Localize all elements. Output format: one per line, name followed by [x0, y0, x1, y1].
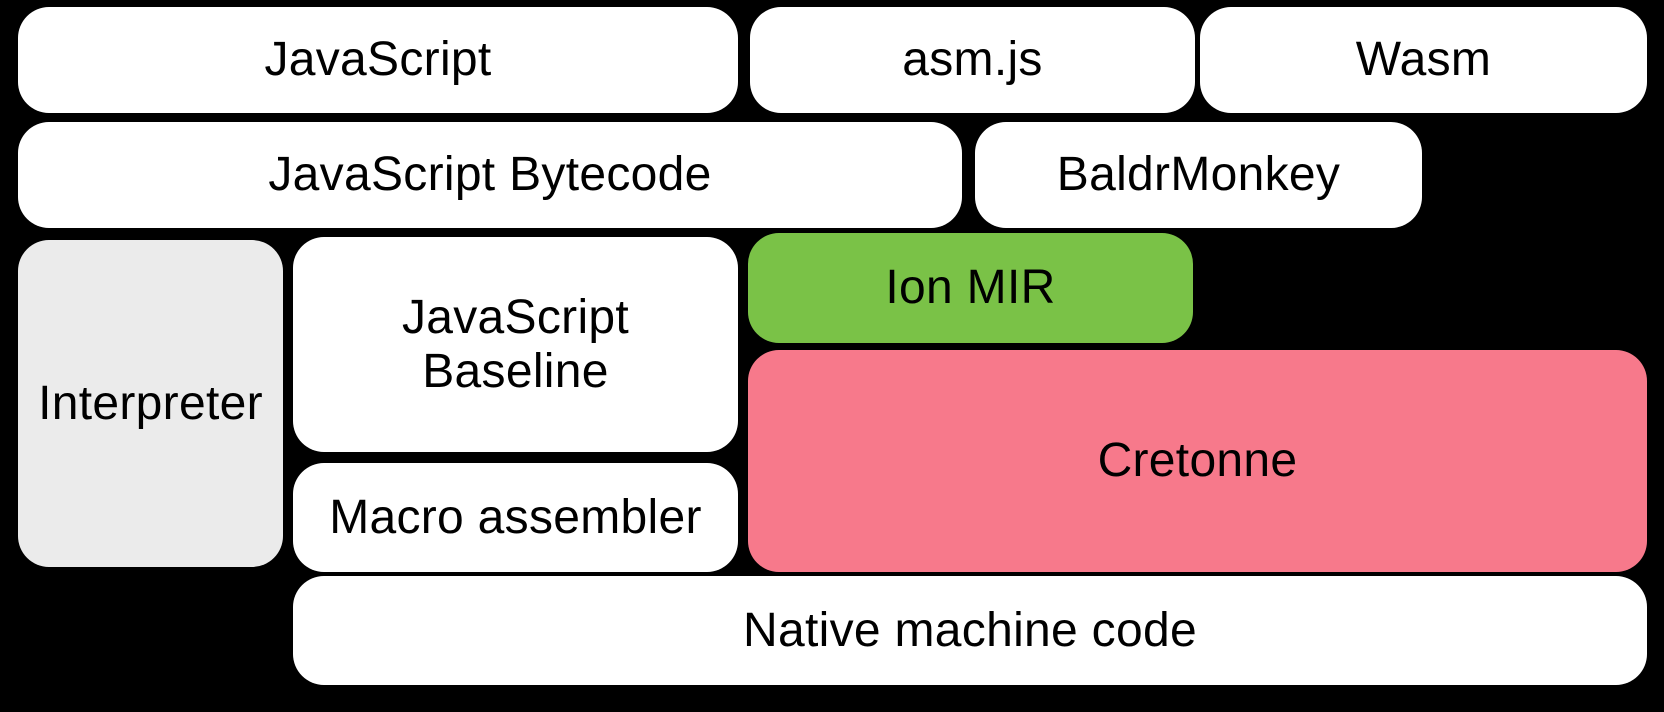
node-interpreter: Interpreter — [18, 240, 283, 567]
node-wasm: Wasm — [1200, 7, 1647, 113]
node-javascript-label: JavaScript — [264, 33, 492, 87]
node-macro-assembler: Macro assembler — [293, 463, 738, 572]
node-wasm-label: Wasm — [1355, 33, 1492, 87]
node-macro-assembler-label: Macro assembler — [329, 490, 702, 544]
node-js-baseline: JavaScript Baseline — [293, 237, 738, 452]
node-javascript: JavaScript — [18, 7, 738, 113]
node-ion-mir: Ion MIR — [748, 233, 1193, 343]
node-js-bytecode-label: JavaScript Bytecode — [268, 148, 712, 202]
node-asmjs: asm.js — [750, 7, 1195, 113]
node-js-baseline-label: JavaScript Baseline — [401, 290, 630, 398]
node-native-code: Native machine code — [293, 576, 1647, 685]
node-asmjs-label: asm.js — [902, 33, 1043, 87]
node-js-bytecode: JavaScript Bytecode — [18, 122, 962, 228]
node-native-code-label: Native machine code — [743, 603, 1197, 657]
node-ion-mir-label: Ion MIR — [885, 261, 1056, 315]
node-interpreter-label: Interpreter — [38, 376, 263, 430]
node-cretonne-label: Cretonne — [1097, 434, 1298, 488]
node-baldrmonkey-label: BaldrMonkey — [1056, 148, 1341, 202]
node-baldrmonkey: BaldrMonkey — [975, 122, 1422, 228]
node-cretonne: Cretonne — [748, 350, 1647, 572]
